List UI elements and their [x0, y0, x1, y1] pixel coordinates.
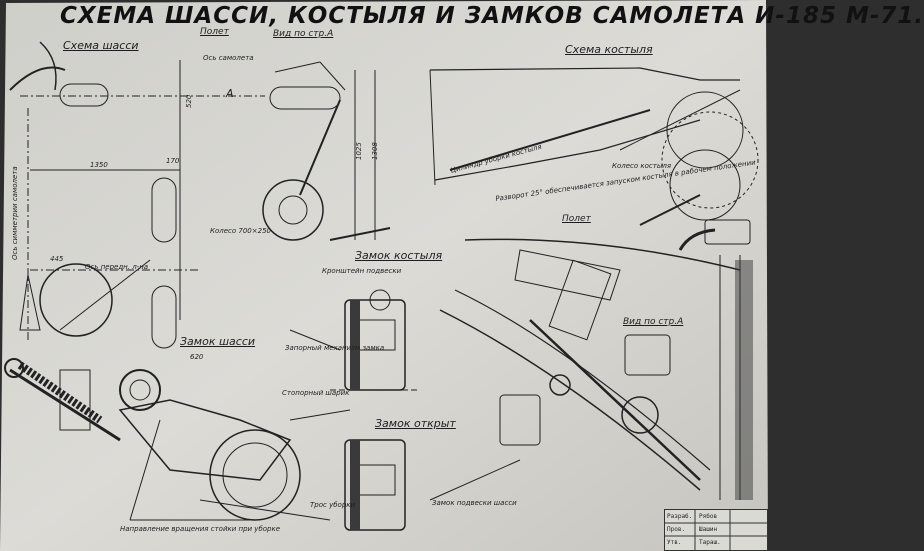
dim-1350: 1350 [90, 161, 108, 169]
wheel-size-label: Колесо 700×250 [210, 227, 271, 235]
view-a-bottom-label: Вид по стр.А [623, 317, 684, 327]
lock-mount-label: Замок подвески шасси [432, 499, 517, 507]
dim-445: 445 [50, 255, 64, 263]
drawing-title: СХЕМА ШАССИ, КОСТЫЛЯ И ЗАМКОВ САМОЛЕТА И… [60, 3, 924, 29]
title-block: Разраб. Пров. Утв. Рябов Шашин Тараш. [664, 509, 768, 551]
titleblock-row-2: Пров. [667, 526, 686, 533]
titleblock-name-3: Тараш. [699, 539, 721, 546]
dim-520: 520 [185, 94, 193, 108]
blueprint-drawing [0, 0, 768, 551]
dim-170: 170 [166, 157, 180, 165]
direction-note: Направление вращения стойки при уборке [120, 525, 281, 533]
lock-open-label: Замок открыт [375, 417, 456, 430]
dim-1308: 1308 [371, 142, 379, 160]
symmetry-axis-label: Ось симметрии самолета [11, 166, 19, 260]
dim-620: 620 [190, 353, 204, 361]
titleblock-name-1: Рябов [699, 513, 718, 520]
stopper-label: Стопорный шарик [282, 389, 350, 397]
view-a-top-label: Вид по стр.А [273, 29, 334, 39]
flight-label-right: Полет [562, 214, 591, 224]
tailskid-wheel-label: Колесо костыля [612, 162, 672, 170]
title-block-grid [665, 510, 767, 550]
front-axis-label: Ось передн. л-на [85, 263, 149, 271]
flight-label-top: Полет [200, 27, 229, 37]
tailskid-scheme-label: Схема костыля [565, 43, 653, 56]
tailskid-lock-label: Замок костыля [355, 249, 443, 262]
titleblock-name-2: Шашин [699, 526, 718, 533]
aircraft-axis-label: Ось самолета [203, 54, 254, 62]
dim-1025: 1025 [355, 142, 363, 160]
lock-mechanism-label: Запорный механизм замка [285, 344, 385, 352]
titleblock-row-1: Разраб. [667, 513, 693, 520]
chassis-scheme-label: Схема шасси [63, 39, 139, 52]
titleblock-row-3: Утв. [667, 539, 682, 546]
bracket-label: Кронштейн подвески [322, 267, 402, 275]
chassis-lock-label: Замок шасси [180, 335, 256, 348]
arrow-a-label: А [226, 87, 234, 100]
retraction-cable-label: Трос уборки [310, 501, 356, 509]
